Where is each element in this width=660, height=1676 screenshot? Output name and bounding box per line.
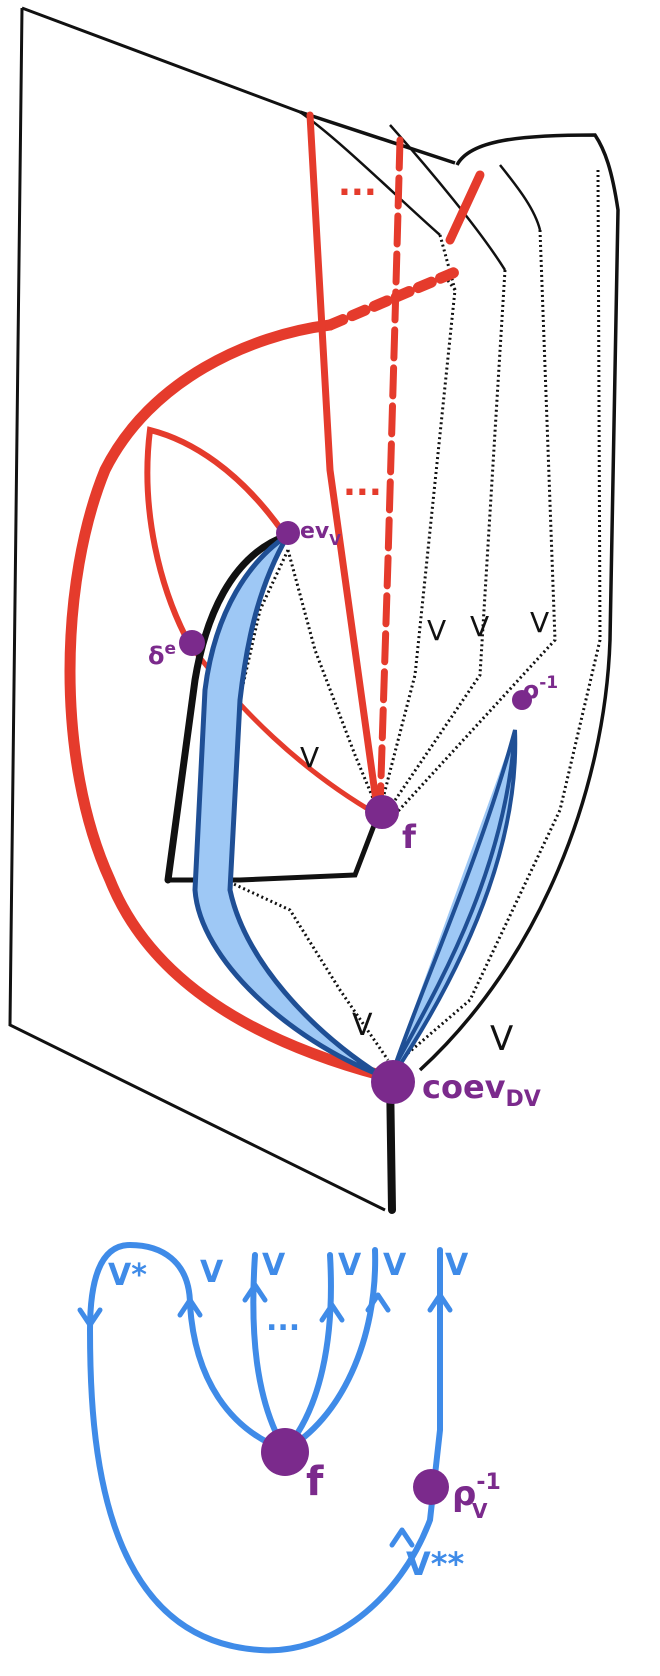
surface-v-label-1: V <box>427 614 446 647</box>
inner-v-right-strand-2 <box>282 1247 379 1453</box>
string-v-label-5: V <box>445 1248 469 1283</box>
tube-inner-fold <box>299 110 542 271</box>
surface-dots-middle: ... <box>343 464 382 504</box>
ev-label-main: ev <box>300 519 330 544</box>
string-arrows <box>77 1282 453 1548</box>
delta-label: δe <box>148 639 176 670</box>
coev-label: coevDV <box>422 1068 541 1112</box>
surface-v-label-5: V <box>352 1008 373 1043</box>
f-label: f <box>402 818 417 856</box>
red-strand-1 <box>306 111 382 819</box>
string-rho-label: ρ-1 <box>452 1470 501 1514</box>
blue-ribbons <box>192 532 518 1082</box>
arrow-v-up-5 <box>427 1292 453 1313</box>
left-boundary <box>164 531 292 884</box>
arrow-v-up-3 <box>319 1302 345 1323</box>
string-diagram: V* V V V V V ... V** f ρ-1 V <box>77 1241 501 1654</box>
delta-label-main: δ <box>148 642 165 670</box>
tube-sheet-outline <box>299 110 620 1072</box>
coev-node <box>371 1060 415 1104</box>
arrow-vss-up <box>389 1527 415 1548</box>
surface-v-label-3: V <box>530 606 549 639</box>
string-rho-node <box>413 1469 449 1505</box>
ev-node <box>276 521 300 545</box>
surface-v-label-6: V <box>490 1019 513 1059</box>
red-strands <box>64 111 485 1081</box>
outer-u-strand <box>86 1241 443 1654</box>
arrow-v-up-1 <box>177 1297 203 1318</box>
red-strand-3 <box>445 170 485 245</box>
string-v-label-1: V <box>200 1255 224 1290</box>
string-f-node <box>261 1428 309 1476</box>
string-rho-label-sup: -1 <box>476 1470 500 1495</box>
string-rho-label-main: ρ <box>452 1474 476 1514</box>
red-strand-2 <box>376 136 404 814</box>
string-f-label: f <box>306 1459 324 1505</box>
surface-diagram: ... ... V V V V V V evV δe ρ-1 f coevDV <box>8 6 620 1214</box>
background-plane <box>8 6 386 1212</box>
arrow-v-up-4 <box>365 1292 391 1313</box>
rho-label-sup: -1 <box>539 673 558 693</box>
string-dots-label: ... <box>266 1303 300 1338</box>
string-v-label-4: V <box>383 1248 407 1283</box>
string-v-label-2: V <box>262 1248 286 1283</box>
ev-label-sub: V <box>329 531 341 549</box>
surface-dots-top: ... <box>338 164 377 204</box>
string-v-label-3: V <box>338 1248 362 1283</box>
coev-label-main: coev <box>422 1068 506 1106</box>
string-rho-label-sub: V <box>472 1499 488 1523</box>
delta-loop <box>144 426 288 648</box>
delta-node <box>179 630 205 656</box>
ev-label: evV <box>300 519 341 549</box>
f-node <box>365 795 399 829</box>
inner-v-mid-strand <box>250 1252 288 1453</box>
rho-node <box>512 690 532 710</box>
string-v-star-label: V* <box>108 1258 147 1293</box>
rho-label-main: ρ <box>522 676 539 704</box>
surface-v-label-2: V <box>470 610 489 643</box>
outer-red-arc <box>64 319 386 1081</box>
arrow-v-up-2 <box>242 1282 268 1303</box>
arrow-left-down <box>77 1307 103 1328</box>
surface-v-label-4: V <box>300 741 319 774</box>
string-v-double-star-label: V** <box>406 1545 465 1583</box>
rho-label: ρ-1 <box>522 673 558 704</box>
coev-label-sub: DV <box>506 1087 541 1112</box>
delta-label-sup: e <box>165 639 177 659</box>
